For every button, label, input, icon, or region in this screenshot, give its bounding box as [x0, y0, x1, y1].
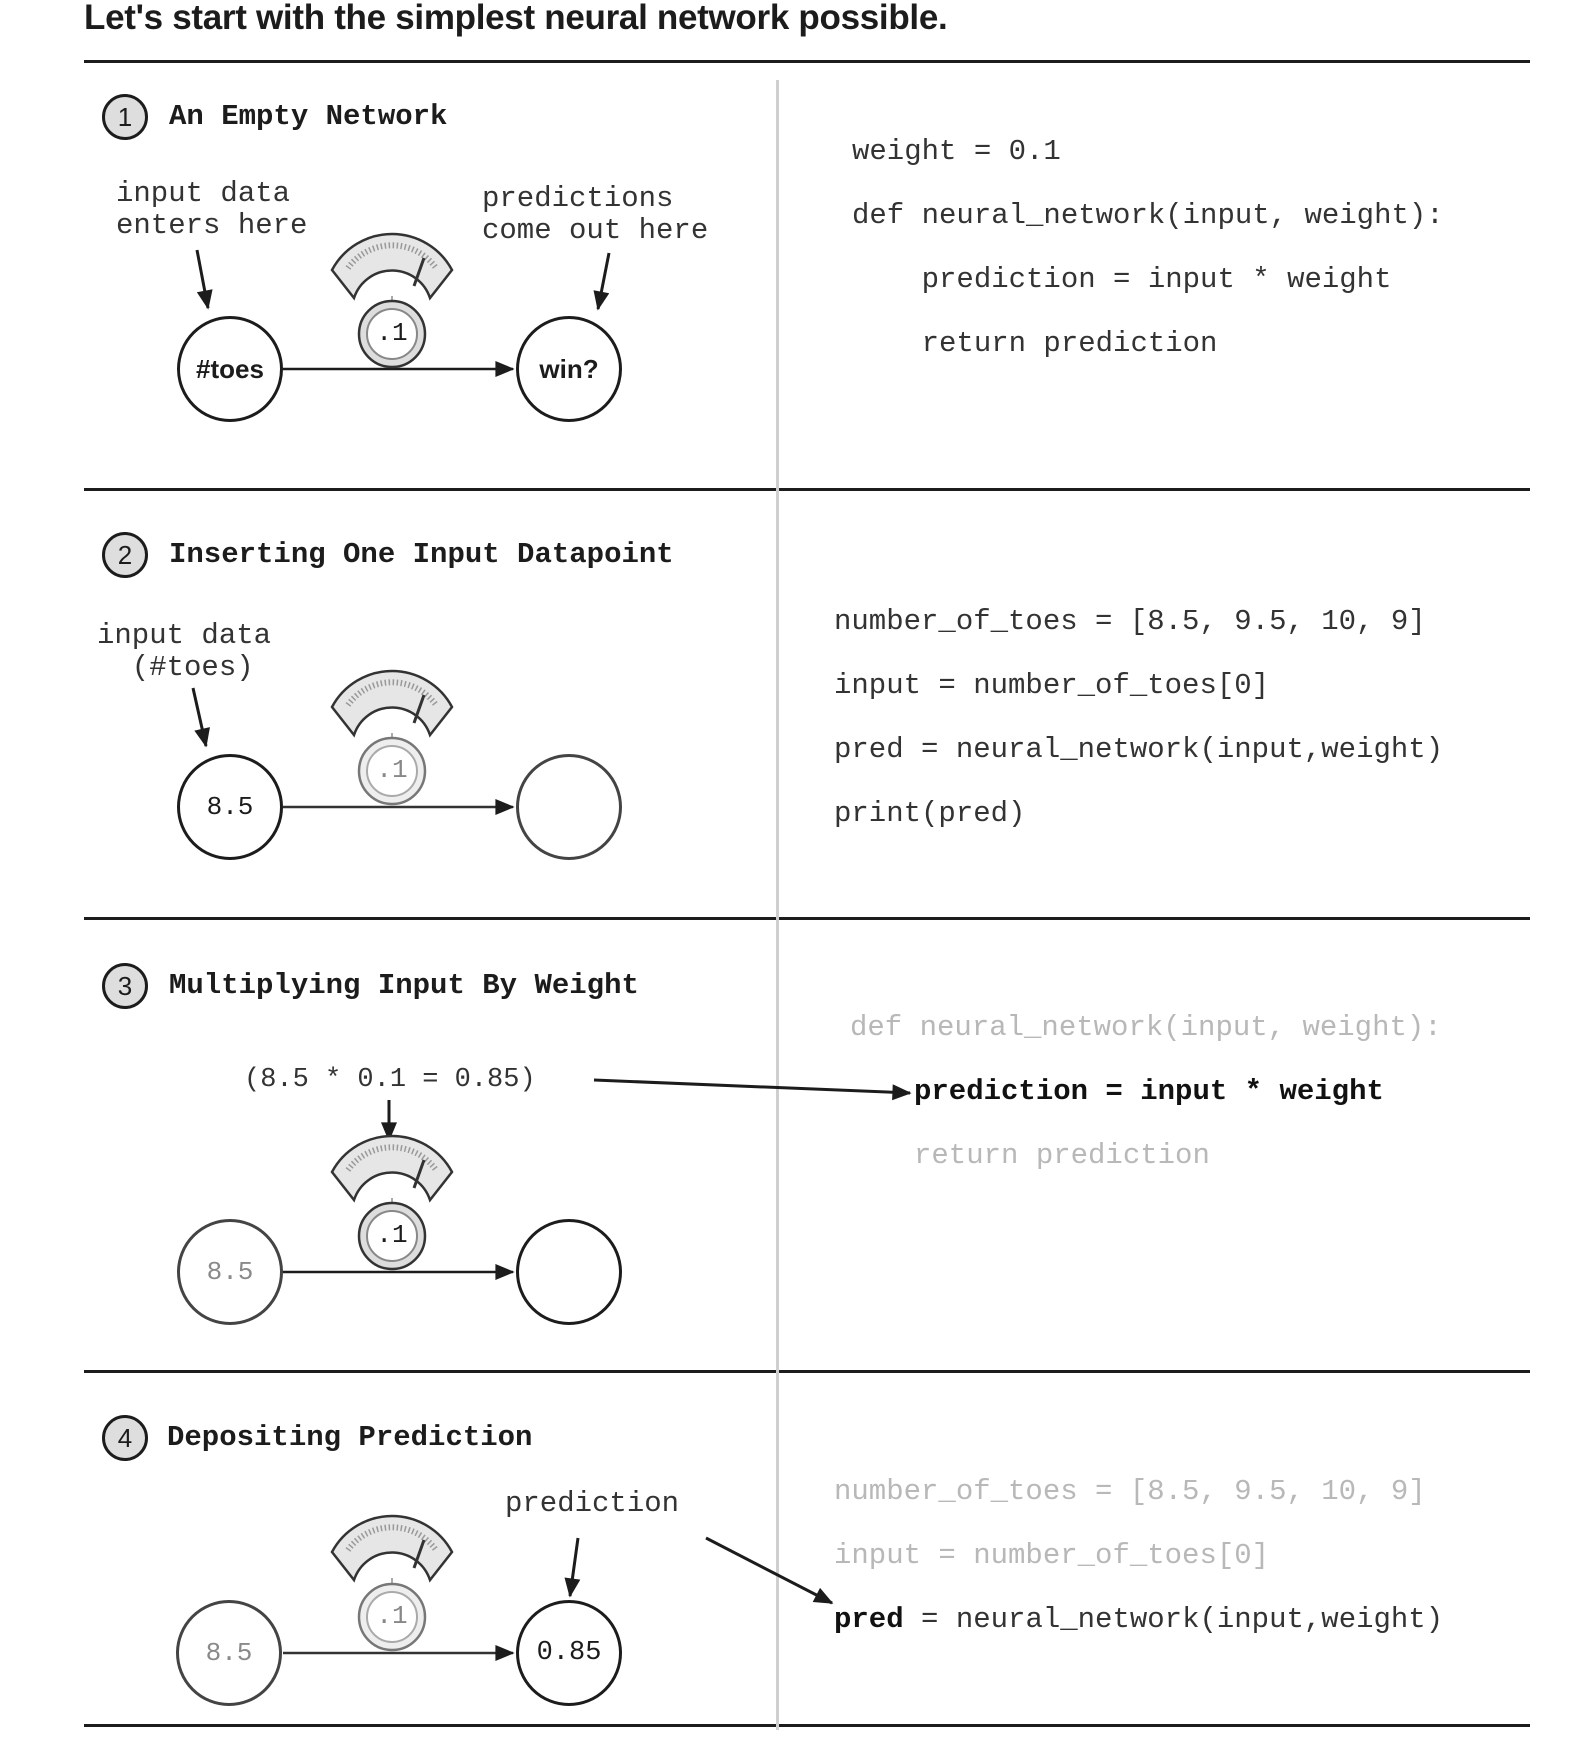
- calc-to-code-arrow: [593, 1078, 912, 1101]
- column-divider: [776, 80, 779, 1730]
- section-3-number-badge: 3: [102, 963, 148, 1009]
- section-4-code-line-2: input = number_of_toes[0]: [834, 1539, 1270, 1572]
- divider-top: [84, 60, 1530, 63]
- section-3-graphics: [283, 1078, 912, 1280]
- section-1-code-line-3: prediction = input * weight: [852, 263, 1392, 296]
- section-1-graphics: [195, 234, 611, 377]
- section-2-weight-value: .1: [376, 755, 408, 785]
- dial-knob-inner: [366, 308, 418, 360]
- section-1-code-line-2: def neural_network(input, weight):: [852, 199, 1444, 232]
- section-3-weight-value: .1: [376, 1220, 408, 1250]
- section-4-input-node: 8.5: [176, 1600, 282, 1706]
- section-2-title: Inserting One Input Datapoint: [169, 538, 674, 571]
- weight-dial: [332, 671, 452, 743]
- section-1-input-note: input data enters here: [116, 177, 308, 242]
- divider-3: [84, 1370, 1530, 1373]
- section-2-code-line-3: pred = neural_network(input,weight): [834, 733, 1444, 766]
- section-2-graphics: [191, 671, 515, 815]
- section-4-graphics: [283, 1516, 834, 1661]
- weight-dial: [332, 1136, 452, 1208]
- section-3-calc-note: (8.5 * 0.1 = 0.85): [244, 1065, 536, 1095]
- dial-knob-inner: [366, 745, 418, 797]
- section-1-input-node: #toes: [177, 316, 283, 422]
- weight-dial: [332, 1516, 452, 1588]
- section-3-title: Multiplying Input By Weight: [169, 969, 639, 1002]
- weight-dial: [332, 234, 452, 306]
- section-1-number-badge: 1: [102, 94, 148, 140]
- section-2-code-line-4: print(pred): [834, 797, 1026, 830]
- section-3-input-node: 8.5: [177, 1219, 283, 1325]
- section-4-output-node: 0.85: [516, 1600, 622, 1706]
- section-3-code-line-1: def neural_network(input, weight):: [850, 1011, 1442, 1044]
- section-4-code-line-3: pred = neural_network(input,weight): [834, 1603, 1443, 1636]
- section-2-input-note: input data (#toes): [97, 619, 272, 684]
- section-1-code-line-1: weight = 0.1: [852, 135, 1061, 168]
- section-1-weight-value: .1: [376, 318, 408, 348]
- section-1-output-node: win?: [516, 316, 622, 422]
- output-note-arrow: [593, 252, 611, 311]
- section-4-weight-value: .1: [376, 1601, 408, 1631]
- input-note-arrow: [195, 249, 213, 310]
- divider-1: [84, 488, 1530, 491]
- prediction-to-code-arrow: [705, 1536, 834, 1605]
- section-2-input-node: 8.5: [177, 754, 283, 860]
- section-3-output-node: [516, 1219, 622, 1325]
- section-4-code-pred-keyword: pred: [834, 1603, 904, 1636]
- section-1-output-note: predictions come out here: [482, 182, 709, 247]
- section-4-code-line-1: number_of_toes = [8.5, 9.5, 10, 9]: [834, 1475, 1426, 1508]
- section-4-number-badge: 4: [102, 1415, 148, 1461]
- section-4-code-pred-rest: = neural_network(input,weight): [903, 1603, 1444, 1636]
- section-2-code-line-2: input = number_of_toes[0]: [834, 669, 1270, 702]
- divider-2: [84, 917, 1530, 920]
- dial-knob-inner: [366, 1591, 418, 1643]
- section-4-title: Depositing Prediction: [167, 1421, 533, 1454]
- section-3-code-line-3: return prediction: [914, 1139, 1210, 1172]
- section-3-code-line-2: prediction = input * weight: [914, 1075, 1384, 1108]
- section-2-number-badge: 2: [102, 532, 148, 578]
- divider-bottom: [84, 1724, 1530, 1727]
- input-note-arrow: [191, 687, 210, 748]
- section-4-prediction-note: prediction: [505, 1487, 680, 1520]
- prediction-note-arrow: [564, 1537, 581, 1598]
- page-heading: Let's start with the simplest neural net…: [84, 0, 948, 37]
- section-2-code-line-1: number_of_toes = [8.5, 9.5, 10, 9]: [834, 605, 1426, 638]
- section-2-output-node: [516, 754, 622, 860]
- dial-knob-inner: [366, 1210, 418, 1262]
- section-1-code-line-4: return prediction: [852, 327, 1218, 360]
- section-1-title: An Empty Network: [169, 100, 448, 133]
